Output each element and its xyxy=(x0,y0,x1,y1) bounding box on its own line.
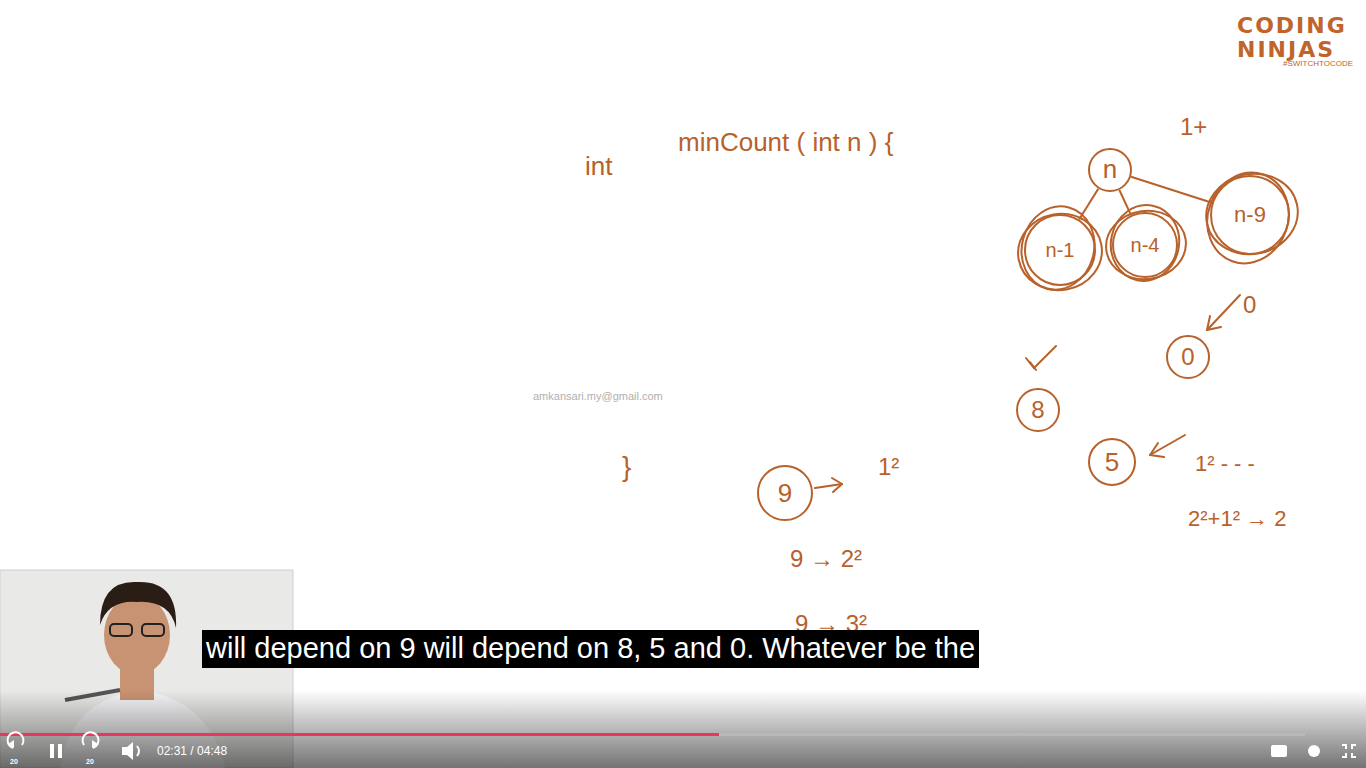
logo-tagline: #SWITCHTOCODE xyxy=(1283,60,1353,69)
circle-node: 9 xyxy=(757,465,813,521)
code-text: int xyxy=(585,152,612,181)
node-text: 5 xyxy=(1105,447,1119,478)
circle-node: n-9 xyxy=(1210,175,1290,255)
note-text: 1+ xyxy=(1180,114,1207,140)
node-text: 9 xyxy=(778,478,792,509)
watermark: amkansari.my@gmail.com xyxy=(533,390,663,402)
node-text: 0 xyxy=(1181,343,1194,371)
logo-text: CODING xyxy=(1237,14,1347,38)
node-text: n-9 xyxy=(1234,202,1266,228)
node-text: n-1 xyxy=(1046,239,1075,262)
code-text: } xyxy=(622,452,631,483)
skip-label: 20 xyxy=(10,758,18,766)
node-text: n xyxy=(1103,154,1117,185)
circle-node: 0 xyxy=(1166,335,1210,379)
node-text: n-4 xyxy=(1131,234,1160,257)
circle-node: 5 xyxy=(1088,438,1136,486)
time-display: 02:31 / 04:48 xyxy=(157,745,227,758)
skip-label: 20 xyxy=(86,758,94,766)
circle-node: 8 xyxy=(1016,388,1060,432)
circle-node: n-4 xyxy=(1112,212,1178,278)
note-text: 0 xyxy=(1243,292,1256,318)
note-text: 1² xyxy=(878,454,899,480)
tree-edge xyxy=(1131,177,1212,203)
logo-text: NINJAS xyxy=(1237,38,1335,62)
node-text: 8 xyxy=(1031,396,1044,424)
tree-edge xyxy=(1079,189,1098,220)
code-text: minCount ( int n ) { xyxy=(678,128,893,157)
subtitle: will depend on 9 will depend on 8, 5 and… xyxy=(202,630,979,668)
circle-node: n xyxy=(1088,148,1132,192)
note-text: 9 → 2² xyxy=(790,546,862,572)
circle-node: n-1 xyxy=(1024,214,1096,286)
tree-edge xyxy=(1119,190,1131,215)
note-text: 2²+1² → 2 xyxy=(1188,507,1286,531)
note-text: 1² - - - xyxy=(1195,452,1255,476)
